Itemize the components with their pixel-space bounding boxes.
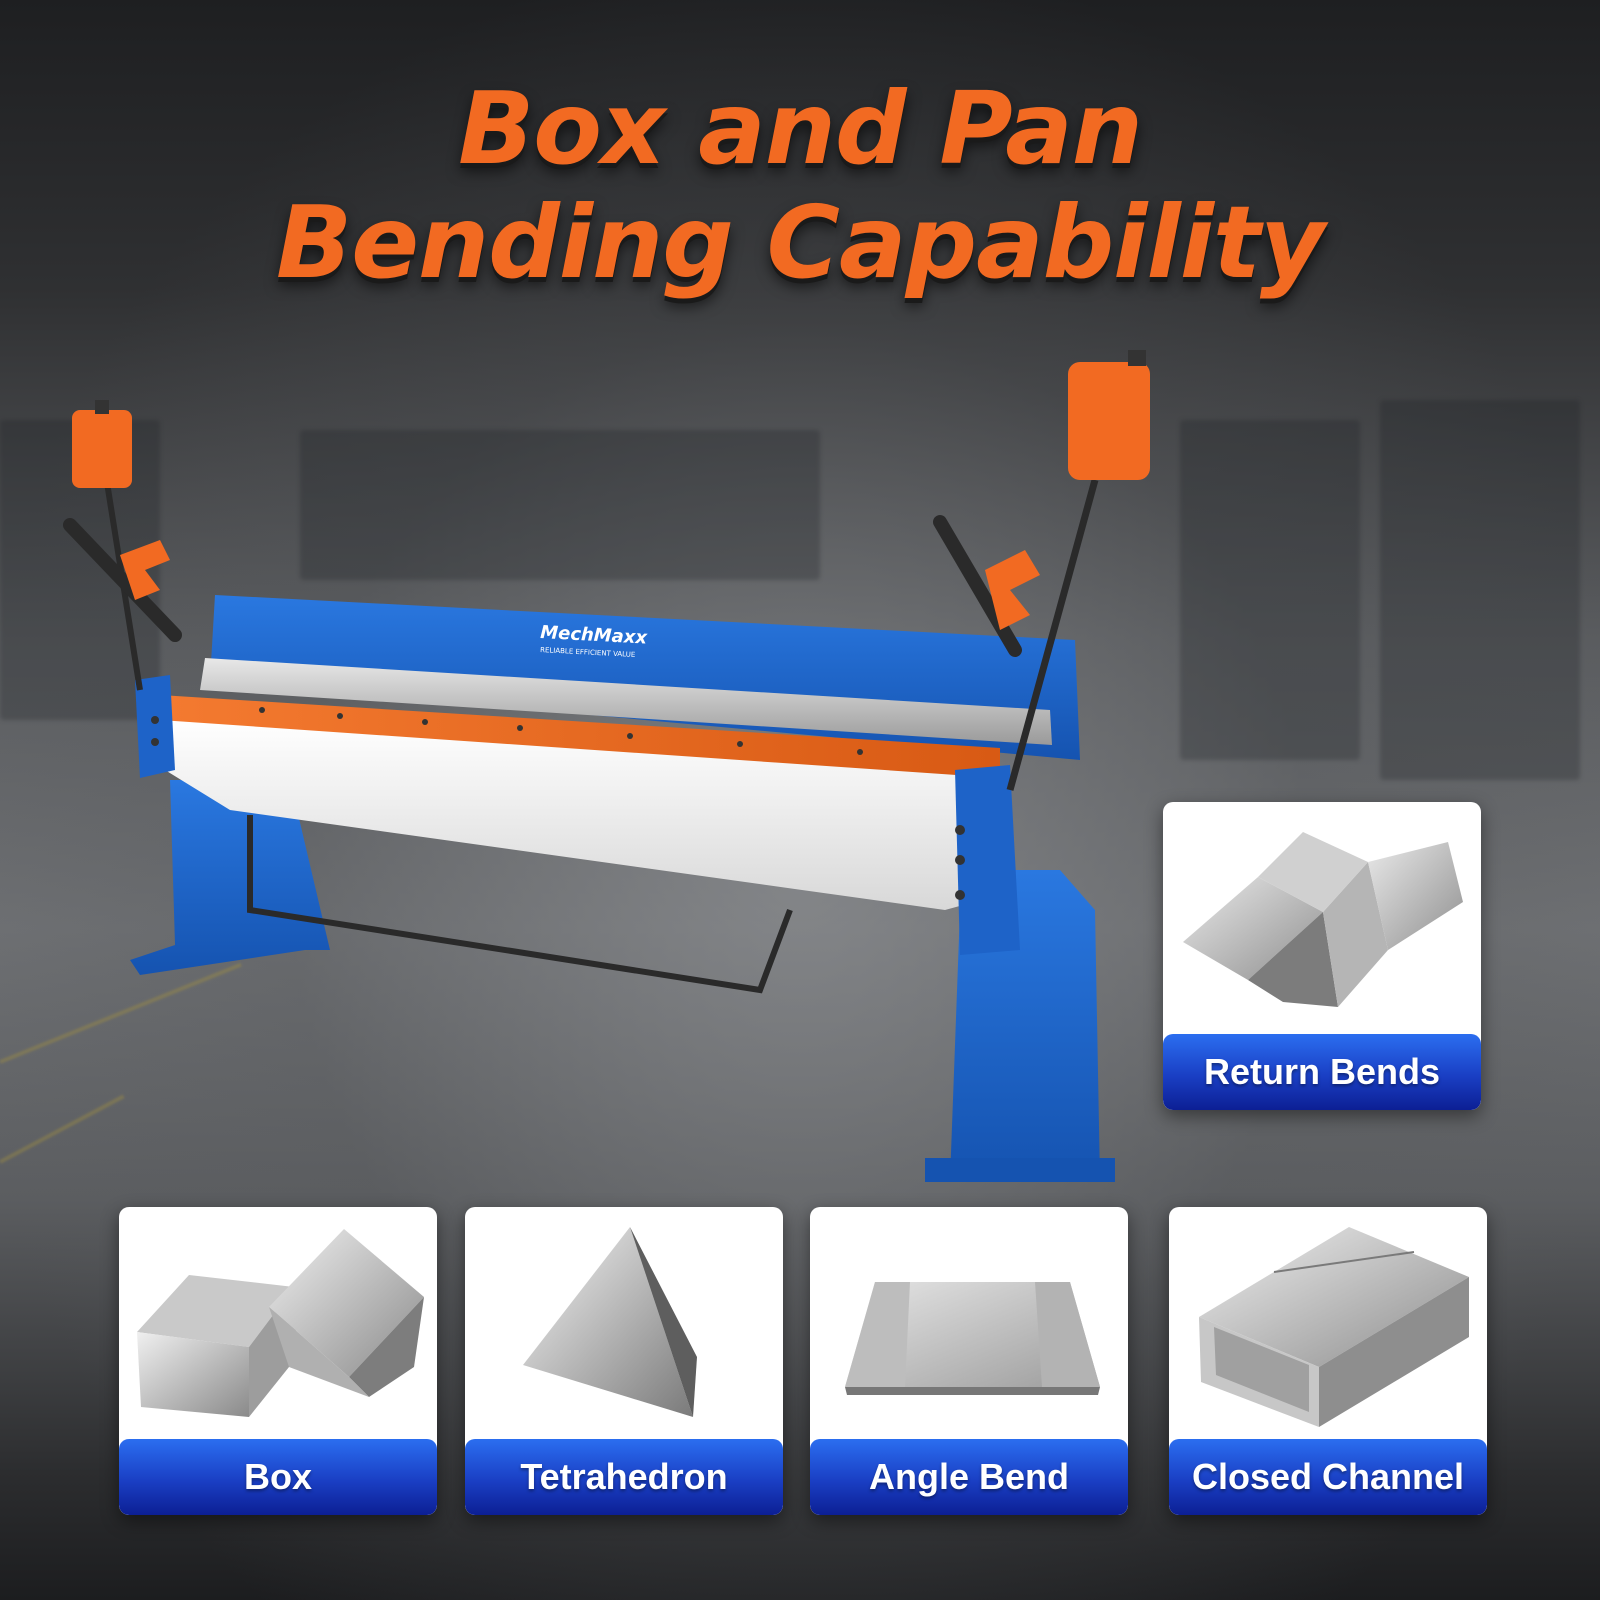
left-counterweight [72, 410, 132, 488]
title-line-1: Box and Pan [458, 70, 1143, 187]
card-return-bends: Return Bends [1163, 802, 1481, 1110]
card-tetrahedron: Tetrahedron [465, 1207, 783, 1515]
card-box: Box [119, 1207, 437, 1515]
card-label: Angle Bend [810, 1439, 1128, 1515]
card-label: Tetrahedron [465, 1439, 783, 1515]
card-angle-bend: Angle Bend [810, 1207, 1128, 1515]
card-label: Box [119, 1439, 437, 1515]
closed-channel-icon [1199, 1227, 1469, 1427]
orange-strip [160, 695, 1000, 778]
tetrahedron-icon [523, 1227, 697, 1417]
card-label: Closed Channel [1169, 1439, 1487, 1515]
apron [160, 720, 1000, 910]
left-leg [130, 780, 330, 975]
finger-strip [200, 658, 1052, 745]
card-closed-channel: Closed Channel [1169, 1207, 1487, 1515]
angle-bend-icon [845, 1282, 1100, 1395]
right-counterweight [1068, 362, 1150, 480]
page-title: Box and Pan Bending Capability [0, 72, 1600, 300]
card-label: Return Bends [1163, 1034, 1481, 1110]
title-line-2: Bending Capability [275, 184, 1325, 301]
box-pan-brake-machine: MechMaxx RELIABLE EFFICIENT VALUE [63, 350, 1150, 1182]
box-icon [137, 1229, 424, 1417]
return-bends-icon [1183, 832, 1463, 1007]
